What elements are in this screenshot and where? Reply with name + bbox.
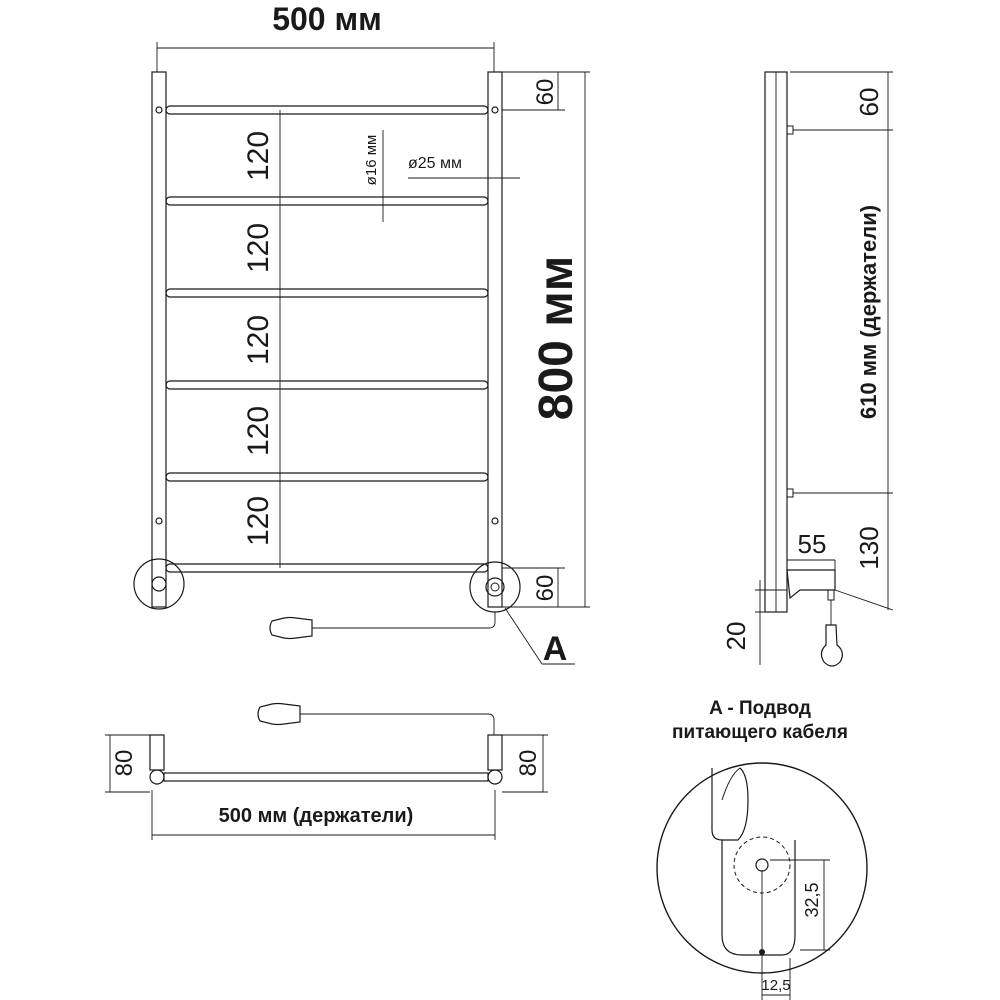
mount-hole xyxy=(491,106,499,114)
detail-title-line1: A - Подвод xyxy=(709,698,811,719)
rung xyxy=(165,196,489,206)
rung xyxy=(165,105,489,115)
horizontal-offset-label: 12,5 xyxy=(761,977,790,994)
rung xyxy=(165,472,489,482)
base-label: 20 xyxy=(721,622,751,651)
holders-width-label: 500 мм (держатели) xyxy=(219,805,414,827)
vertical-offset-label: 32,5 xyxy=(802,882,822,917)
spacing-label: 120 xyxy=(242,315,275,365)
right-upright xyxy=(487,71,503,608)
right-flange xyxy=(469,561,521,613)
rungs xyxy=(165,105,489,573)
spacing-label: 120 xyxy=(242,223,275,273)
rung-diameter-label: ø16 мм xyxy=(363,135,380,186)
depth-right-label: 80 xyxy=(515,750,542,777)
top-left-mount xyxy=(149,734,165,771)
holder xyxy=(786,125,794,135)
rung xyxy=(165,288,489,298)
holders-height-label: 610 мм (держатели) xyxy=(856,205,881,419)
power-cable xyxy=(312,612,496,629)
mount-hole xyxy=(491,517,499,525)
top-offset-label: 60 xyxy=(532,79,559,106)
front-view: 500 мм 120 120 120 120 120 ø16 мм xyxy=(133,1,590,668)
top-right-mount xyxy=(487,734,503,771)
upright-diameter-label: ø25 мм xyxy=(408,155,462,172)
depth-label: 55 xyxy=(798,529,827,559)
callout-a-label: A xyxy=(543,630,568,668)
top-rung xyxy=(163,772,489,782)
mount-hole xyxy=(155,106,163,114)
holder xyxy=(786,488,794,498)
mount-hole xyxy=(155,517,163,525)
spacing-label: 120 xyxy=(242,496,275,546)
depth-left-label: 80 xyxy=(111,750,138,777)
spacing-label: 120 xyxy=(242,406,275,456)
detail-rung xyxy=(711,767,749,841)
detail-title-line2: питающего кабеля xyxy=(672,722,848,743)
heating-element-housing xyxy=(786,569,836,600)
height-label: 800 мм xyxy=(530,256,583,420)
power-plug xyxy=(269,616,313,640)
side-view: 60 610 мм (держатели) 130 55 20 xyxy=(721,71,894,667)
left-flange xyxy=(133,558,185,610)
top-view: 80 80 500 мм (держатели) xyxy=(105,702,548,840)
top-plug xyxy=(257,702,301,726)
rung xyxy=(165,563,489,573)
spacing-label: 120 xyxy=(242,131,275,181)
left-upright xyxy=(151,71,167,608)
top-cable xyxy=(300,713,495,735)
detail-housing xyxy=(721,840,796,956)
rung xyxy=(165,380,489,390)
detail-a: A - Подвод питающего кабеля 32,5 12,5 xyxy=(656,698,868,1000)
width-label: 500 мм xyxy=(272,1,382,37)
bottom-offset-label: 60 xyxy=(532,575,559,602)
bottom-label: 130 xyxy=(854,526,884,569)
side-plug xyxy=(820,624,843,667)
side-top-offset-label: 60 xyxy=(854,88,884,117)
